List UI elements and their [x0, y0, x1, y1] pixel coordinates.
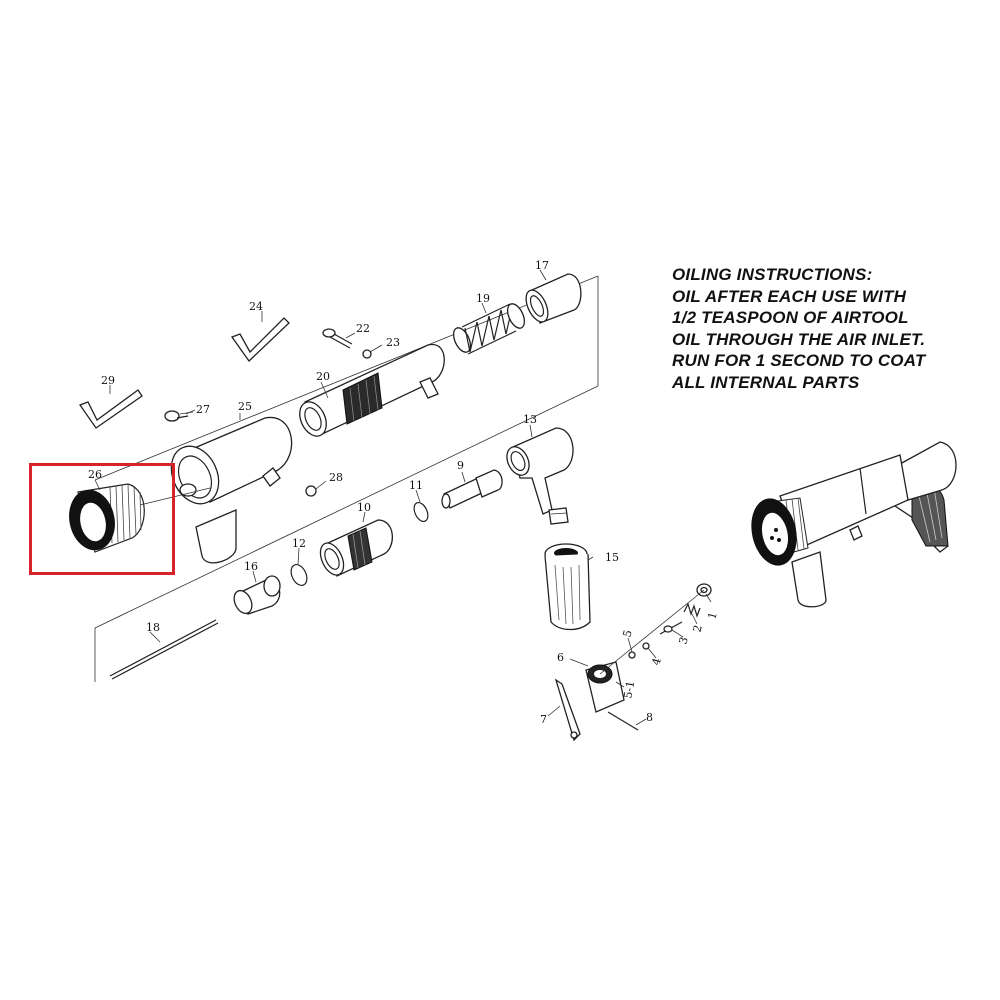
label-part-2: 2: [690, 624, 704, 634]
instructions-line-5: RUN FOR 1 SECOND TO COAT: [672, 351, 926, 370]
part-4-o-ring: [642, 642, 650, 650]
part-17-end-cap: [525, 273, 582, 324]
instructions-line-2: OIL AFTER EACH USE WITH: [672, 286, 907, 306]
part-2-spring: [683, 602, 701, 618]
part-12-o-ring: [290, 564, 308, 586]
label-part-5: 5: [620, 629, 634, 639]
part-20-cylinder: [299, 344, 445, 437]
label-part-12: 12: [292, 537, 306, 550]
part-3-valve-pin: [659, 621, 683, 635]
label-part-26: 26: [88, 468, 102, 481]
label-part-10: 10: [357, 501, 371, 514]
valve-axis-line: [599, 589, 705, 675]
part-7-trigger-lever: [554, 678, 581, 742]
part-28-screw: [305, 485, 317, 497]
label-part-4: 4: [649, 657, 663, 667]
part-18-rod: [109, 619, 219, 680]
label-part-7: 7: [540, 713, 547, 726]
part-11-o-ring: [413, 501, 429, 523]
label-part-3: 3: [676, 636, 690, 646]
label-part-1: 1: [705, 611, 719, 621]
label-part-20: 20: [316, 370, 330, 383]
part-9-valve-stem: [441, 469, 503, 509]
instructions-line-6: ALL INTERNAL PARTS: [672, 372, 860, 392]
label-part-29: 29: [101, 374, 115, 387]
part-22-screw: [322, 328, 353, 349]
instructions-line-4: OIL THROUGH THE AIR INLET.: [672, 329, 926, 349]
part-8-pin: [607, 711, 639, 731]
label-part-24: 24: [249, 300, 263, 313]
part-27-screw: [164, 410, 194, 422]
label-part-6: 6: [557, 651, 564, 664]
leader-lines: [94, 269, 712, 726]
label-part-28: 28: [329, 471, 343, 484]
label-part-16: 16: [244, 560, 258, 573]
part-19-spring: [452, 303, 526, 355]
part-15-filter: [544, 543, 591, 631]
label-part-18: 18: [146, 621, 160, 634]
label-part-19: 19: [476, 292, 490, 305]
part-23-washer: [362, 349, 372, 359]
part-24-hex-key: [230, 317, 290, 362]
part-13-handle-elbow: [506, 427, 574, 525]
part-5-o-ring: [628, 651, 636, 659]
label-part-17: 17: [535, 259, 549, 272]
oiling-instructions: OILING INSTRUCTIONS: OIL AFTER EACH USE …: [672, 264, 972, 393]
label-part-5-1: 5-1: [621, 680, 637, 700]
label-part-8: 8: [646, 711, 653, 724]
part-labels: 1 2 3 4 5 5-1 6 7 8 9 10 11 12 13 15 16 …: [88, 259, 720, 726]
part-25-housing: [170, 416, 293, 564]
label-part-22: 22: [356, 322, 370, 335]
label-part-11: 11: [409, 479, 423, 492]
assembled-tool: [751, 441, 957, 608]
label-part-9: 9: [457, 459, 464, 472]
part-20-knurl: [342, 372, 383, 425]
instructions-line-3: 1/2 TEASPOON OF AIRTOOL: [672, 308, 909, 327]
part-10-valve: [319, 519, 393, 577]
part-29-hex-key: [78, 389, 143, 429]
label-part-15: 15: [605, 551, 619, 564]
label-part-27: 27: [196, 403, 210, 416]
label-part-23: 23: [386, 336, 400, 349]
label-part-25: 25: [238, 400, 252, 413]
label-part-13: 13: [523, 413, 537, 426]
instructions-line-1: OILING INSTRUCTIONS:: [672, 265, 873, 284]
part-26-exhaust-cap: [69, 483, 211, 553]
part-16-valve-bushing: [233, 575, 281, 615]
highlight-box-part-26: [29, 463, 175, 575]
